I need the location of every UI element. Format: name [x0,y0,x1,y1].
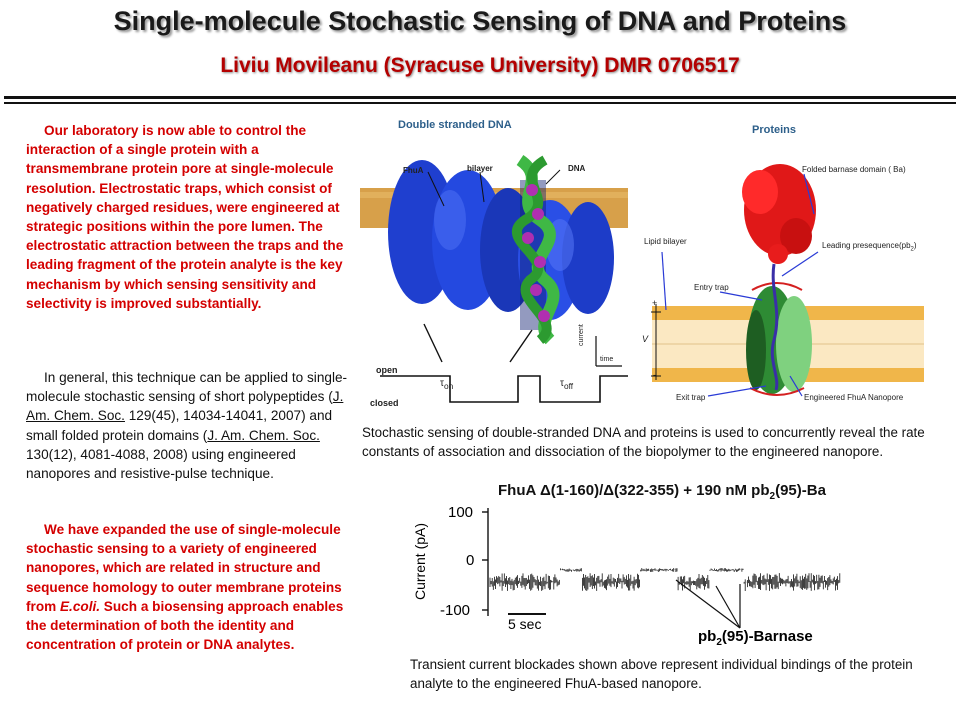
presequence-chain [770,263,779,391]
label-entry-trap: Entry trap [694,283,729,292]
label-fhua: FhuA [403,166,424,175]
trace-plot [482,508,841,629]
axis-label-current: current [578,324,585,346]
protein-nanopore-illustration [651,164,924,397]
dna-helix [512,155,560,345]
label-voltage-plus: + [652,298,658,308]
figure-dna-sensing: FhuA bilayer DNA open closed τon τoff cu… [360,140,628,416]
header-rule-thick [4,96,956,99]
figure-heading-proteins: Proteins [752,124,797,136]
fhua-nanopore [746,282,812,396]
ytick-0: 0 [466,552,475,569]
label-leading-presequence: Leading presequence(pb2) [822,241,917,253]
label-closed: closed [370,398,399,408]
current-noise [489,568,841,591]
paragraph-applications: In general, this technique can be applie… [26,370,348,482]
citation-jacs-2007: J. Am. Chem. Soc. [26,389,344,424]
paragraph-control: Our laboratory is now able to control th… [26,123,344,311]
dna-nanopore-illustration [360,155,628,403]
trace-ylabel: Current (pA) [412,522,428,600]
label-engineered-fhua: Engineered FhuA Nanopore [804,393,904,402]
label-voltage-v: V [642,334,649,344]
axis-label-time: time [600,356,614,363]
paragraph-expansion: We have expanded the use of single-molec… [26,522,344,653]
annotation-pb2-barnase: pb2(95)-Barnase [698,628,813,648]
label-lipid-bilayer: Lipid bilayer [644,237,687,246]
figure-protein-sensing: Folded barnase domain ( Ba) Leading pres… [632,140,932,410]
trace-title: FhuA Δ(1-160)/Δ(322-355) + 190 nM pb2(95… [498,482,826,502]
fhua-pore [388,160,614,330]
label-voltage-minus: - [653,370,656,380]
page-subtitle: Liviu Movileanu (Syracuse University) DM… [220,54,740,77]
label-tau-off: τoff [560,378,574,391]
label-bilayer: bilayer [467,164,493,173]
page-title: Single-molecule Stochastic Sensing of DN… [113,6,847,36]
gating-trace [380,375,628,403]
label-open: open [376,365,398,375]
label-folded-barnase: Folded barnase domain ( Ba) [802,165,906,174]
figure-current-trace: FhuA Δ(1-160)/Δ(322-355) + 190 nM pb2(95… [410,482,850,660]
ytick-minus-100: -100 [440,602,471,619]
caption-figure-bottom: Transient current blockades shown above … [410,657,913,691]
label-tau-on: τon [440,378,454,391]
figure-heading-dna: Double stranded DNA [398,119,512,131]
label-dna: DNA [568,164,586,173]
ytick-100: 100 [448,504,474,521]
barnase-domain [742,164,816,264]
scale-bar-label: 5 sec [508,616,542,632]
label-exit-trap: Exit trap [676,393,706,402]
header-rule-thin [4,102,956,104]
caption-figure-top: Stochastic sensing of double-stranded DN… [362,425,925,459]
citation-jacs-2008: J. Am. Chem. Soc. [207,427,320,443]
